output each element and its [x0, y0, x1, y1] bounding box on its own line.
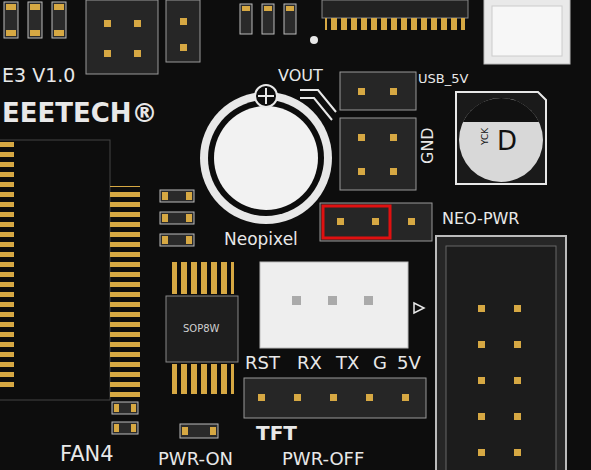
- neopixel-capacitor: [200, 85, 332, 224]
- chip-marking: SOP8W: [183, 324, 220, 334]
- jst-connector: [260, 262, 408, 348]
- pin-label: VOUT: [278, 68, 323, 84]
- pin-label: NEO-PWR: [442, 211, 519, 227]
- pin-label: GND: [420, 128, 436, 165]
- part-label: Neopixel: [224, 231, 298, 248]
- pin-label: RST: [245, 354, 280, 372]
- pin-label: G: [373, 354, 387, 372]
- ic-pins: [325, 18, 465, 30]
- pin-label: TX: [336, 354, 359, 372]
- usb-connector: [484, 0, 570, 64]
- brand-name: EEETECH®: [2, 100, 158, 126]
- pwr-label: PWR-ON: [158, 450, 233, 468]
- box-header: [436, 236, 566, 470]
- mcu-pins: [0, 142, 14, 392]
- pin-label: 5V: [397, 354, 421, 372]
- mcu-body: [0, 140, 110, 400]
- pin-label: USB_5V: [418, 72, 468, 85]
- sop8-pins: [172, 262, 234, 294]
- jumper-highlight: [323, 206, 390, 238]
- sop8-chip: [166, 296, 238, 362]
- pin-label: RX: [297, 354, 322, 372]
- pin1-dot: [310, 36, 318, 44]
- fan-label: FAN4: [60, 444, 114, 465]
- neo-pwr-header: [320, 203, 432, 241]
- box-header-pins: [478, 305, 521, 456]
- pwr-label: PWR-OFF: [282, 450, 364, 468]
- board-version: E3 V1.0: [2, 66, 75, 85]
- mcu-pins: [110, 186, 140, 400]
- pin-headers: [86, 0, 200, 74]
- connector-label: TFT: [256, 423, 297, 443]
- tft-header: [244, 378, 426, 418]
- ic-body: [322, 0, 468, 18]
- electrolytic-capacitor: [456, 92, 546, 184]
- capacitor-marking: D: [497, 128, 517, 154]
- capacitor-marking: YCK: [481, 127, 490, 144]
- header-2pin: [340, 72, 416, 190]
